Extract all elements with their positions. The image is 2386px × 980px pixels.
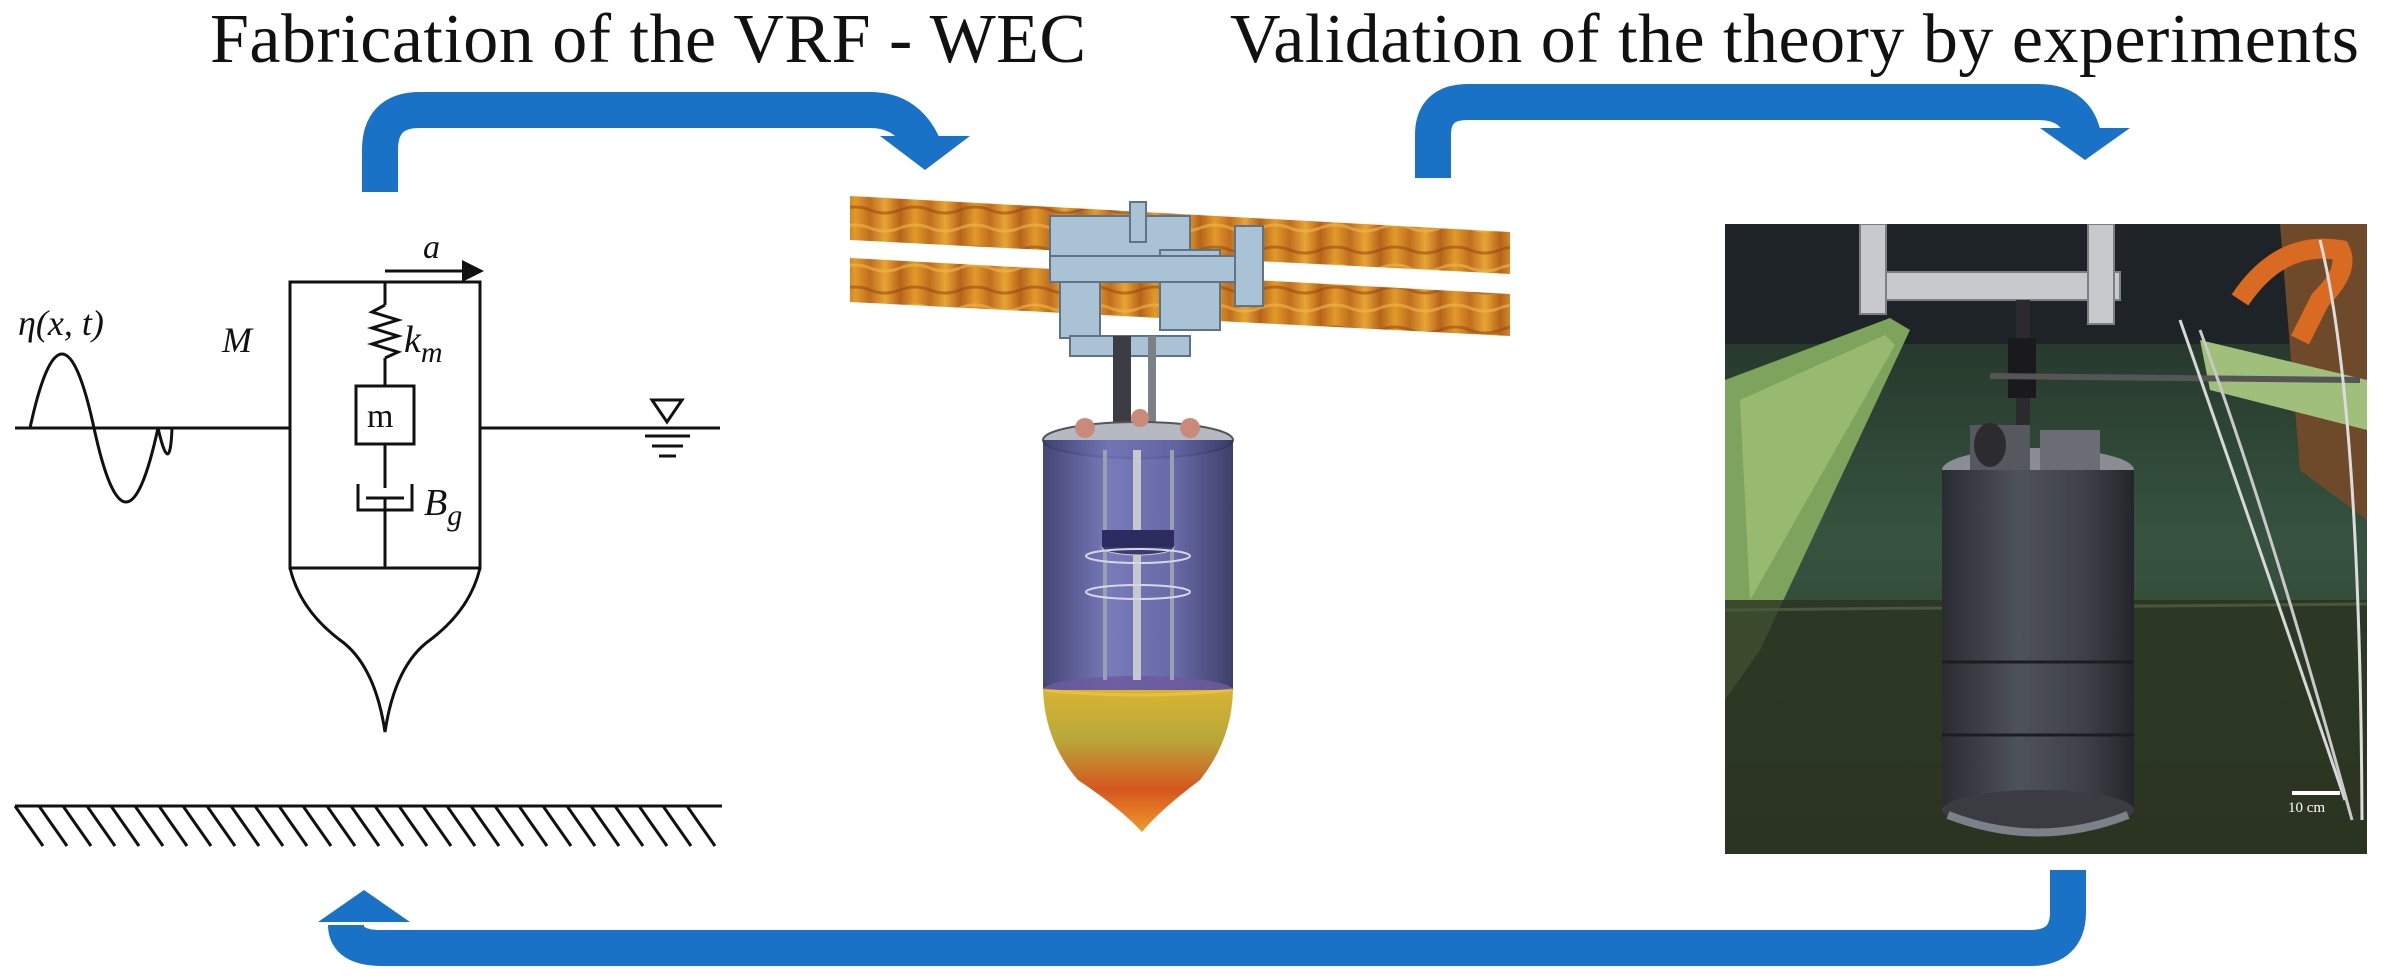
hatch-line — [301, 805, 333, 847]
fabrication-title: Fabrication of the VRF - WEC — [210, 1, 1087, 78]
arrow-feedback — [328, 870, 2086, 966]
acceleration-arrowhead — [462, 260, 484, 282]
hatch-line — [493, 805, 525, 847]
validation-title: Validation of the theory by experiments — [1230, 1, 2360, 78]
arrowhead-feedback — [318, 890, 410, 922]
hatch-line — [685, 805, 717, 847]
hatch-line — [637, 805, 669, 847]
hatch-line — [589, 805, 621, 847]
hatch-line — [13, 805, 45, 847]
hatch-line — [157, 805, 189, 847]
damper-label: Bg — [424, 482, 462, 532]
water-level-triangle-icon — [645, 398, 690, 458]
wave-elevation-label: η(x, t) — [18, 303, 104, 343]
spring-label-sub: m — [421, 336, 443, 369]
hatch-line — [109, 805, 141, 847]
hatch-line — [85, 805, 117, 847]
hatch-line — [541, 805, 573, 847]
arrow-to-validation — [1415, 84, 2102, 178]
hatch-line — [421, 805, 453, 847]
hatch-line — [61, 805, 93, 847]
hatch-line — [373, 805, 405, 847]
body-mass-label: M — [221, 320, 254, 360]
damper-label-main: B — [424, 482, 447, 524]
cad-render — [850, 196, 1510, 832]
hatch-line — [325, 805, 357, 847]
arrowhead-fabrication — [880, 136, 970, 170]
cad-cone — [1043, 690, 1233, 832]
spring-label: km — [404, 319, 443, 369]
hatch-line — [661, 805, 693, 847]
hatch-line — [445, 805, 477, 847]
hatch-line — [229, 805, 261, 847]
experiment-photo — [1725, 224, 2367, 854]
hatch-line — [37, 805, 69, 847]
photo-device-hull — [1942, 470, 2134, 810]
hatch-line — [517, 805, 549, 847]
hatched-seabed-icon — [13, 805, 717, 847]
spring-label-main: k — [404, 319, 422, 361]
acceleration-label: a — [423, 229, 440, 266]
scale-bar-label: 10 cm — [2288, 800, 2325, 816]
incident-wave — [28, 352, 174, 504]
hatch-line — [277, 805, 309, 847]
hatch-line — [205, 805, 237, 847]
hatch-line — [613, 805, 645, 847]
damper-label-sub: g — [447, 499, 462, 532]
hatch-line — [253, 805, 285, 847]
inner-mass-label: m — [367, 398, 393, 435]
arrowhead-validation — [2040, 128, 2130, 160]
hatch-line — [397, 805, 429, 847]
hatch-line — [565, 805, 597, 847]
hatch-line — [133, 805, 165, 847]
hatch-line — [349, 805, 381, 847]
arrow-to-fabrication — [362, 92, 942, 192]
hatch-line — [181, 805, 213, 847]
mechanical-schematic — [15, 269, 722, 808]
hatch-line — [469, 805, 501, 847]
